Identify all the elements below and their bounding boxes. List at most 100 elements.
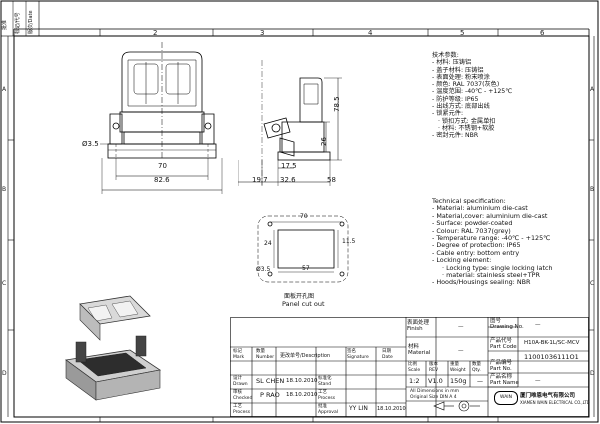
- side-dim-b: 32.6: [280, 176, 296, 184]
- part-code-label: 产品代号 Part Code: [490, 338, 517, 350]
- spec-en-title: Technical specification:: [432, 197, 506, 205]
- spec-en-line: · Locking type: single locking latch: [442, 263, 553, 272]
- side-dim-body-height: 26: [320, 137, 328, 146]
- row-letter-b-right: B: [590, 186, 595, 193]
- col-number-6: 6: [540, 29, 545, 37]
- checked-process-label: 工艺 Process: [318, 390, 336, 401]
- qty-label: 数量 Qty.: [472, 362, 481, 373]
- cutout-title-cn: 面板开孔图: [284, 293, 315, 300]
- spec-cn-line: - 防护等级: IP65: [432, 95, 479, 103]
- spec-en-line: - Locking element:: [432, 256, 492, 265]
- spec-cn-line: - 密封元件: NBR: [432, 132, 479, 140]
- cutout-dim-right: 11.5: [342, 238, 356, 245]
- scale-label: 比例 Scale: [408, 362, 421, 373]
- rev-header-date: 日期 Date: [382, 349, 393, 360]
- row-letter-a-right: A: [590, 86, 595, 93]
- corner-label-1: 批准: [2, 19, 8, 30]
- row-letter-c-right: C: [590, 280, 595, 287]
- rev-header-signature: 签名 Signature: [347, 349, 369, 360]
- product-3d-view: [64, 295, 162, 401]
- spec-en-line: - Degree of protection: IP65: [432, 241, 521, 250]
- rev-value: V1.0: [428, 377, 443, 385]
- spec-en-line: - Hoods/Housings sealing: NBR: [432, 278, 531, 287]
- weight-value: 150g: [450, 377, 467, 385]
- spec-en-line: - Material,cover: aluminium die-cast: [432, 211, 548, 220]
- rev-header-mark: 标记 Mark: [233, 349, 245, 360]
- spec-en-line: - Temperature range: -40℃ - +125℃: [432, 234, 551, 243]
- front-view-drawing: [100, 42, 223, 194]
- logo-text: WAIN: [500, 395, 512, 400]
- spec-en-line: · material: stainless steel+TPR: [442, 271, 540, 280]
- drawn-stand-label: 标准化 Stand: [318, 376, 332, 387]
- part-no-value: 11001036111O1: [524, 353, 579, 361]
- spec-cn-line: · 锁扣方式: 金属单扣: [438, 117, 496, 125]
- spec-cn-line: · 材料: 不锈钢+软胶: [438, 124, 495, 132]
- projection-symbol: [433, 400, 480, 412]
- drawing-no-value: —: [535, 322, 541, 328]
- col-number-2: 2: [153, 29, 158, 37]
- row-letter-b: B: [2, 186, 7, 193]
- front-dim-overall-width: 82.6: [154, 176, 170, 184]
- rev-header-number: 数量 Number: [256, 349, 275, 360]
- process-label: 工艺 Process: [233, 404, 251, 415]
- material-value: —: [458, 348, 464, 354]
- approval-name: YY LIN: [349, 405, 368, 412]
- side-dim-a: 19.7: [252, 176, 268, 184]
- col-number-4: 4: [368, 29, 373, 37]
- spec-en-line: - Surface: powder-coated: [432, 219, 513, 228]
- panel-cutout-drawing: [257, 215, 349, 283]
- cutout-dim-left: 24: [264, 240, 272, 247]
- checked-name: P RAO: [260, 391, 280, 399]
- front-dim-diameter: Ø3.5: [82, 140, 99, 148]
- row-letter-a: A: [2, 86, 7, 93]
- qty-value: —: [477, 378, 483, 385]
- dims-note-1: All Dimensions in mm: [410, 389, 460, 394]
- front-dim-inner-width: 70: [158, 162, 167, 170]
- side-dim-height: 78.5: [333, 96, 341, 112]
- spec-cn-line: - 表面处理: 粉末喷涂: [432, 73, 490, 81]
- part-code-value: H10A-BK-1L/SC-MCV: [524, 340, 580, 346]
- spec-cn-line: - 锁紧元件:: [432, 110, 464, 118]
- cutout-dim-top: 70: [300, 213, 308, 220]
- title-block-grid: [230, 317, 589, 417]
- spec-cn-line: - 颜色: RAL 7037(灰色): [432, 81, 500, 89]
- spec-cn-line: - 盖子材料: 压铸铝: [432, 66, 484, 74]
- spec-en-line: - Material: aluminium die-cast: [432, 204, 528, 213]
- side-dim-d: 17.5: [281, 162, 297, 170]
- spec-en-block: Technical specification: - Material: alu…: [432, 197, 553, 287]
- approval-label: 批准 Approval: [318, 404, 338, 415]
- drawn-date: 18.10.2010: [286, 378, 318, 384]
- spec-cn-line: - 材料: 压铸铝: [432, 59, 472, 67]
- drawn-name: SL CHEN: [256, 377, 285, 385]
- finish-label: 表面处理 Finish: [407, 320, 430, 332]
- row-letter-d-right: D: [590, 370, 595, 377]
- spec-cn-line: - 温度范围: -40℃ - +125℃: [432, 88, 513, 96]
- col-number-3: 3: [260, 29, 265, 37]
- spec-cn-title: 技术参数:: [432, 52, 459, 59]
- side-view-drawing: [238, 60, 342, 186]
- finish-value: —: [458, 324, 464, 330]
- rev-header-description: 更改单号/Description: [280, 353, 331, 359]
- cutout-dim-bottom: 57: [302, 265, 310, 272]
- company-name-en: XIAMEN WAIN ELECTRICAL CO.,LTD: [520, 400, 590, 405]
- corner-label-3: 版次/Date: [28, 10, 34, 34]
- col-number-5: 5: [460, 29, 465, 37]
- material-label: 材料 Material: [408, 344, 431, 356]
- row-letter-d: D: [2, 370, 7, 377]
- part-name-value: —: [535, 378, 541, 384]
- part-name-label: 产品名称 Part Name: [490, 374, 519, 386]
- cutout-dim-hole: Ø3.5: [256, 266, 271, 273]
- scale-value: 1:2: [409, 377, 420, 385]
- spec-cn-block: 技术参数: - 材料: 压铸铝 - 盖子材料: 压铸铝 - 表面处理: 粉末喷涂…: [432, 52, 512, 140]
- side-dim-c: 58: [327, 176, 336, 184]
- dims-note-2: Original Size DIN A 4: [410, 395, 457, 400]
- part-no-label: 产品编号 Part No.: [490, 360, 513, 372]
- spec-en-line: - Cable entry: bottom entry: [432, 248, 520, 257]
- spec-cn-line: - 出线方式: 底部出线: [432, 103, 490, 111]
- corner-label-2: 标记/代号: [15, 12, 21, 34]
- checked-date: 18.10.2010: [286, 392, 318, 398]
- checked-label: 审核 Checked: [233, 390, 253, 401]
- company-logo: WAIN: [494, 391, 518, 405]
- drawing-no-label: 图号 Drawing No.: [490, 318, 524, 330]
